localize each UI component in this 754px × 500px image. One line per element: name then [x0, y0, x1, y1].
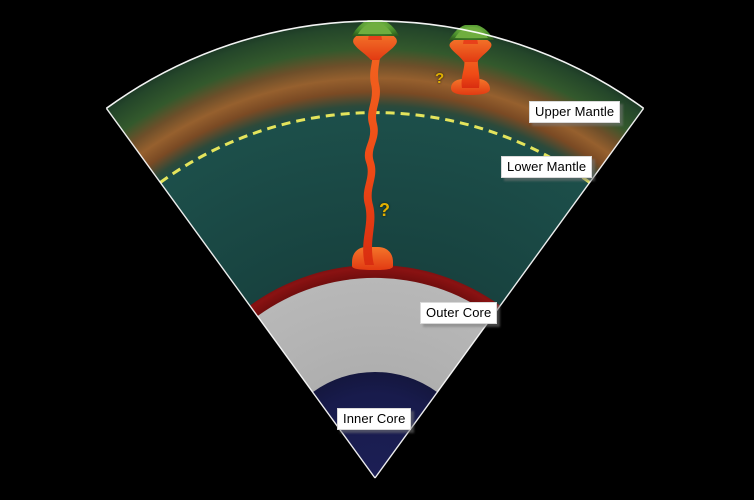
deep-plume-volcano-highlight [358, 23, 392, 34]
shallow-plume-conduit [461, 58, 480, 88]
deep-plume-conduit [363, 50, 381, 265]
shallow-plume-head [449, 38, 492, 62]
label-outer-core: Outer Core [420, 302, 498, 324]
wedge-surface-arc [105, 20, 645, 109]
label-inner-core: Inner Core [337, 408, 412, 430]
shallow-plume-question-mark: ? [435, 70, 445, 87]
label-upper-mantle: Upper Mantle [529, 101, 621, 123]
deep-plume-question-mark: ? [379, 200, 390, 220]
shallow-mantle-plume [449, 25, 494, 95]
deep-plume-head [353, 33, 397, 60]
wedge-left-edge [105, 107, 376, 479]
wedge-right-edge [374, 107, 645, 479]
wedge-outline [105, 20, 645, 479]
label-lower-mantle: Lower Mantle [501, 156, 593, 178]
deep-mantle-plume [352, 20, 399, 270]
